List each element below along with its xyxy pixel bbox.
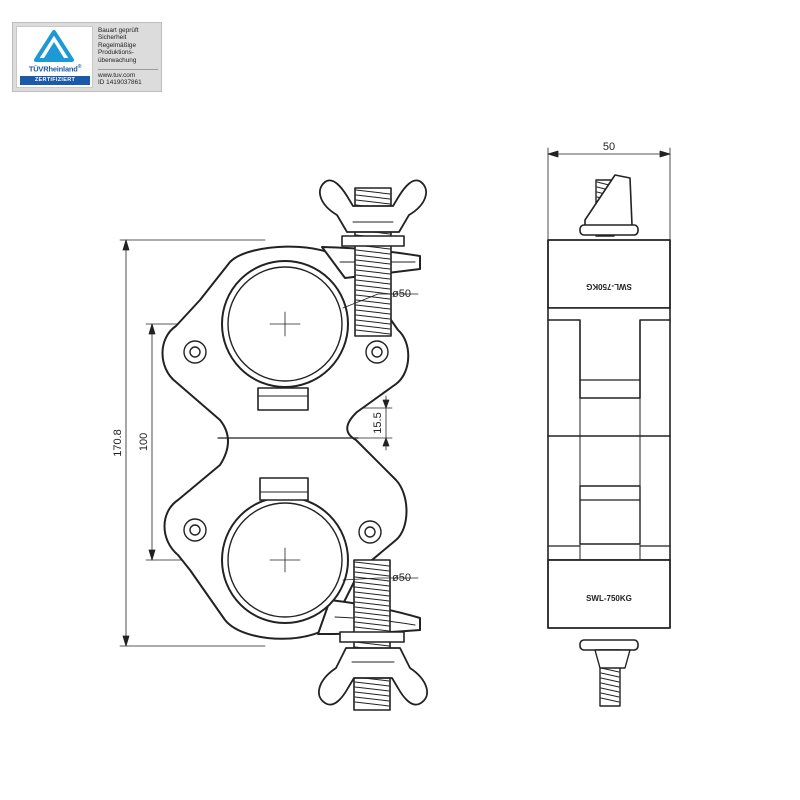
thread-line xyxy=(600,687,620,693)
tuv-website: www.tuv.com xyxy=(98,72,136,79)
tuv-contact: www.tuv.com ID 1419037861 xyxy=(98,72,142,87)
side-view: 50 SWL-750KG SWL-750KG xyxy=(547,141,671,707)
tuv-line: Produktions- xyxy=(98,49,134,57)
pivot-pin-icon xyxy=(183,340,389,544)
thread-line xyxy=(355,329,391,335)
thread-line xyxy=(355,274,391,280)
tuv-certification-badge: TÜVRheinland® ZERTIFIZIERT Bauart geprüf… xyxy=(12,22,162,92)
side-upper-block xyxy=(547,239,671,309)
thread-line xyxy=(355,309,391,315)
bottom-wing-nut xyxy=(318,647,428,706)
thread-line xyxy=(354,626,390,632)
thread-line xyxy=(355,324,391,330)
thread-line xyxy=(354,591,390,597)
dimension-width-label: 50 xyxy=(603,141,615,153)
thread-line xyxy=(355,279,391,285)
thread-line xyxy=(354,691,390,697)
thread-line xyxy=(354,596,390,602)
thread-line xyxy=(354,576,390,582)
tuv-certified-label: ZERTIFIZIERT xyxy=(20,76,90,85)
dimension-center-distance-label: 100 xyxy=(138,433,150,451)
thread-line xyxy=(354,606,390,612)
thread-line xyxy=(355,249,391,255)
thread-line xyxy=(600,677,620,683)
top-diameter-label: ø50 xyxy=(392,288,411,300)
thread-line xyxy=(600,672,620,678)
thread-line xyxy=(354,581,390,587)
thread-line xyxy=(355,289,391,295)
front-view: 170.8 100 15.5 xyxy=(112,179,428,711)
top-washer xyxy=(341,235,405,247)
thread-line xyxy=(354,696,390,702)
thread-line xyxy=(355,269,391,275)
tuv-triangle-icon xyxy=(34,30,74,62)
thread-line xyxy=(355,294,391,300)
side-bottom-bolt xyxy=(579,639,639,707)
thread-line xyxy=(354,586,390,592)
thread-line xyxy=(354,686,390,692)
bottom-load-rating: SWL-750KG xyxy=(586,594,632,603)
thread-line xyxy=(354,611,390,617)
tuv-line: Regelmäßige xyxy=(98,41,137,49)
thread-line xyxy=(354,621,390,627)
thread-line xyxy=(355,304,391,310)
thread-line xyxy=(354,616,390,622)
dimension-total-height xyxy=(119,239,266,647)
thread-line xyxy=(355,194,391,200)
tuv-id: ID 1419037861 xyxy=(98,79,142,87)
thread-line xyxy=(355,199,391,205)
thread-line xyxy=(355,319,391,325)
thread-line xyxy=(355,264,391,270)
thread-line xyxy=(600,697,620,703)
side-lower-block xyxy=(547,559,671,629)
diameter-leader xyxy=(342,293,419,581)
tuv-line: überwachung xyxy=(98,56,137,64)
tuv-divider xyxy=(98,69,158,70)
bottom-diameter-label: ø50 xyxy=(392,572,411,584)
thread-line xyxy=(354,701,390,707)
thread-line xyxy=(354,681,390,687)
side-top-bolt xyxy=(579,174,639,237)
thread-line xyxy=(354,566,390,572)
thread-line xyxy=(600,692,620,698)
thread-line xyxy=(355,259,391,265)
tuv-logo: TÜVRheinland® ZERTIFIZIERT xyxy=(16,26,93,88)
tuv-brand-name: TÜVRheinland® xyxy=(28,64,82,74)
thread-line xyxy=(354,571,390,577)
dimension-total-height-label: 170.8 xyxy=(112,429,124,457)
thread-line xyxy=(354,561,390,567)
top-load-rating: SWL-750KG xyxy=(586,282,632,291)
bottom-washer xyxy=(339,631,405,643)
dimension-width xyxy=(547,147,671,241)
top-wing-nut xyxy=(319,179,427,233)
thread-line xyxy=(600,682,620,688)
thread-line xyxy=(354,601,390,607)
thread-line xyxy=(355,314,391,320)
top-bolt-block xyxy=(257,387,309,411)
tuv-description: Bauart geprüft Sicherheit Regelmäßige Pr… xyxy=(98,27,139,64)
thread-line xyxy=(355,189,391,195)
side-upper-tray xyxy=(547,307,671,399)
thread-line xyxy=(355,284,391,290)
bottom-bolt-block xyxy=(259,477,309,501)
dimension-gap-label: 15.5 xyxy=(372,412,384,433)
tuv-line: Sicherheit xyxy=(98,34,127,42)
tuv-line: Bauart geprüft xyxy=(98,27,139,34)
thread-line xyxy=(355,254,391,260)
